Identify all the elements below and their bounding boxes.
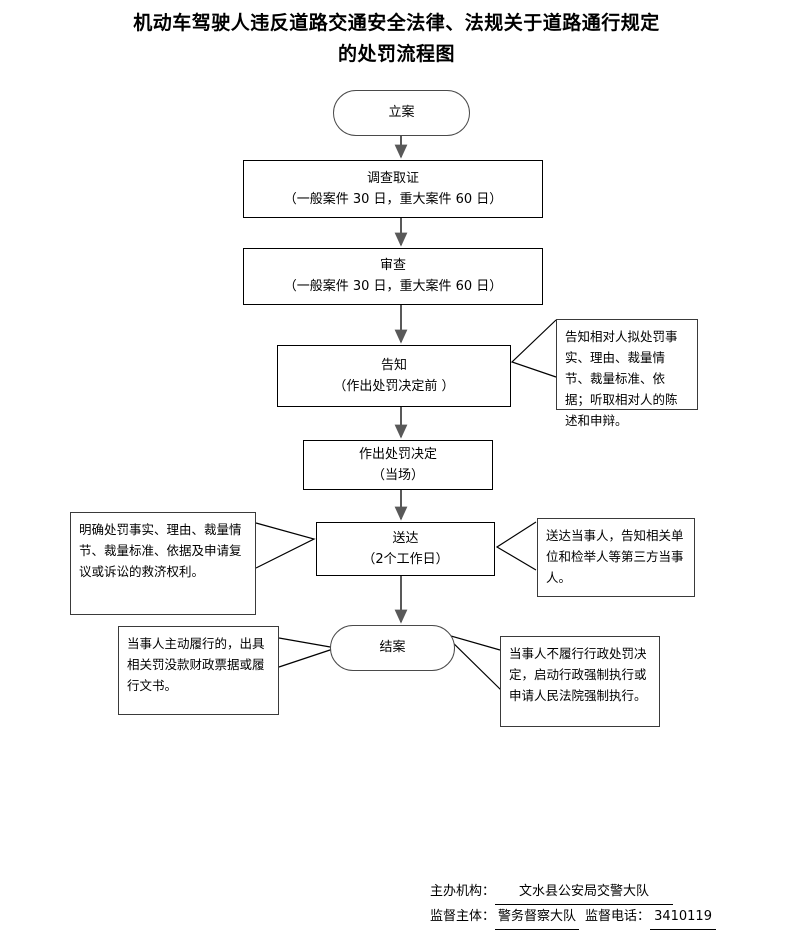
page-title-line-2: 的处罚流程图 xyxy=(337,43,455,65)
node-service[interactable]: 送达 （2个工作日） xyxy=(316,522,495,576)
node-investigation-sublabel: （一般案件 30 日，重大案件 60 日） xyxy=(283,191,503,207)
node-review-sublabel: （一般案件 30 日，重大案件 60 日） xyxy=(283,279,503,294)
node-service-label: 送达 xyxy=(392,530,419,546)
page-title-line-1: 机动车驾驶人违反道路交通安全法律、法规关于道路通行规定 xyxy=(133,12,660,34)
footer-phone-value: 3410119 xyxy=(650,905,717,930)
node-notify-sublabel: （作出处罚决定前 ） xyxy=(333,378,455,394)
node-closing-label: 结案 xyxy=(379,640,406,655)
footer-organization-value: 文水县公安局交警大队 xyxy=(495,880,674,905)
note-service-left: 明确处罚事实、理由、裁量情节、裁量标准、依据及申请复议或诉讼的救济权利。 xyxy=(70,512,256,615)
leader-closing-left-note xyxy=(278,637,337,668)
leader-service-left-note xyxy=(255,522,316,569)
node-decision-sublabel: （当场） xyxy=(371,467,424,483)
node-service-sublabel: （2个工作日） xyxy=(362,551,449,567)
node-decision-label: 作出处罚决定 xyxy=(358,446,437,462)
footer-supervisor-label: 监督主体： xyxy=(430,909,496,924)
footer: 主办机构：文水县公安局交警大队 监督主体：警务督察大队监督电话：3410119 xyxy=(430,880,770,930)
note-notify: 告知相对人拟处罚事实、理由、裁量情节、裁量标准、依据；听取相对人的陈述和申辩。 xyxy=(556,319,698,428)
footer-supervisor-row: 监督主体：警务督察大队监督电话：3410119 xyxy=(430,905,770,930)
node-investigation[interactable]: 调查取证 （一般案件 30 日，重大案件 60 日） xyxy=(243,160,543,218)
note-closing-right: 当事人不履行行政处罚决定，启动行政强制执行或申请人民法院强制执行。 xyxy=(500,636,660,727)
page-title: 机动车驾驶人违反道路交通安全法律、法规关于道路通行规定 的处罚流程图 xyxy=(40,8,753,70)
node-filing-label: 立案 xyxy=(388,105,415,120)
leader-notify-note xyxy=(510,319,557,378)
footer-organization-label: 主办机构： xyxy=(430,884,496,899)
node-notify-label: 告知 xyxy=(380,357,407,373)
node-investigation-label: 调查取证 xyxy=(366,170,419,186)
leader-service-right-note xyxy=(495,521,537,571)
note-service-right: 送达当事人，告知相关单位和检举人等第三方当事人。 xyxy=(537,518,695,597)
note-closing-left: 当事人主动履行的，出具相关罚没款财政票据或履行文书。 xyxy=(118,626,279,715)
node-review-label: 审查 xyxy=(379,258,406,273)
node-notify[interactable]: 告知 （作出处罚决定前 ） xyxy=(277,345,511,407)
footer-supervisor-value: 警务督察大队 xyxy=(495,905,580,930)
footer-organization-row: 主办机构：文水县公安局交警大队 xyxy=(430,880,770,905)
footer-phone-label: 监督电话： xyxy=(585,909,651,924)
node-decision[interactable]: 作出处罚决定 （当场） xyxy=(303,440,493,490)
node-filing[interactable]: 立案 xyxy=(333,90,470,136)
node-closing[interactable]: 结案 xyxy=(330,625,455,671)
node-review[interactable]: 审查 （一般案件 30 日，重大案件 60 日） xyxy=(243,248,543,305)
